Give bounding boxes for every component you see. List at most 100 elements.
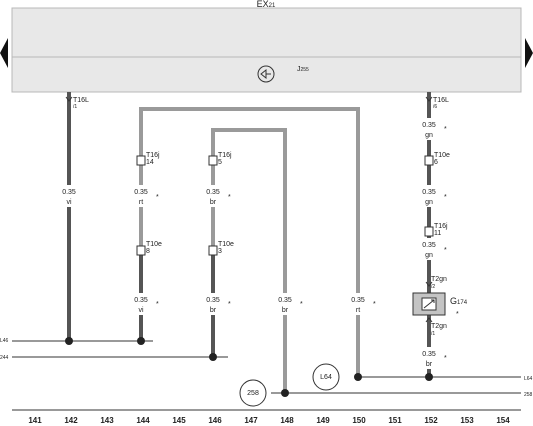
wire-star: *	[444, 126, 447, 133]
connector-label: T16L	[73, 97, 89, 104]
ruler-number: 146	[208, 416, 222, 425]
connector-pin: 11	[434, 230, 441, 237]
junction-dot	[281, 389, 289, 397]
connector-arrow-icon	[65, 96, 73, 102]
connector-label: T10e	[434, 152, 450, 159]
junction-dot	[354, 373, 362, 381]
wire-color: br	[426, 361, 433, 368]
ref-circle-258[interactable]	[239, 379, 267, 407]
ruler-number: 145	[172, 416, 186, 425]
wire-gauge: 0.35	[206, 189, 220, 196]
ruler-number: 148	[280, 416, 294, 425]
connector-label: T16j	[434, 223, 448, 230]
connector-pin: 5	[218, 159, 222, 166]
connector-pin: /2	[431, 284, 435, 290]
wire-star: *	[373, 301, 376, 308]
connector-pin: 14	[146, 159, 154, 166]
wire-star: *	[444, 355, 447, 362]
sensor-symbol-icon	[423, 299, 435, 309]
ruler-number: 142	[64, 416, 78, 425]
connector-arrow-icon	[425, 96, 433, 102]
sensor-label: G174	[450, 296, 468, 306]
wire-gauge: 0.35	[278, 297, 292, 304]
sensor-star: *	[456, 311, 459, 318]
wire-color: vi	[138, 307, 144, 314]
wire-gauge: 0.35	[422, 122, 436, 129]
ruler-number: 143	[100, 416, 114, 425]
ref-circle-label: L64	[320, 374, 332, 381]
wire-gauge: 0.35	[206, 297, 220, 304]
wire-color: br	[210, 307, 217, 314]
wire-color: rt	[356, 307, 360, 314]
ruler-number: 153	[460, 416, 474, 425]
connector-label: T10e	[146, 241, 162, 248]
junction-dot	[209, 353, 217, 361]
wire-color: rt	[139, 199, 143, 206]
connector-pin: /6	[433, 104, 437, 110]
ground-label: 244	[0, 355, 9, 361]
wire-star: *	[300, 301, 303, 308]
junction-dot	[137, 337, 145, 345]
wire-star: *	[156, 194, 159, 201]
control-module-label: J255	[297, 66, 309, 73]
wire-star: *	[228, 301, 231, 308]
connector-pin: 6	[434, 159, 438, 166]
wire-144-150	[139, 107, 360, 377]
connector-box-icon	[208, 245, 218, 256]
ruler-number: 150	[352, 416, 366, 425]
connector-label: T2gn	[431, 276, 447, 283]
connector-box-icon	[424, 226, 434, 237]
wire-color: gn	[425, 132, 433, 139]
connector-pin: 3	[218, 248, 222, 255]
wire-gauge: 0.35	[422, 189, 436, 196]
ref-circle-l64[interactable]	[312, 363, 340, 391]
connector-box-icon	[136, 245, 146, 256]
wire-146-148	[211, 128, 287, 393]
wire-gauge: 0.35	[134, 297, 148, 304]
control-module-icon	[257, 65, 275, 83]
ruler-number: 144	[136, 416, 150, 425]
connector-label: T16j	[218, 152, 232, 159]
edge-label: L64	[524, 376, 533, 382]
wire-gauge: 0.35	[62, 189, 76, 196]
junction-dot	[65, 337, 73, 345]
wire-star: *	[228, 194, 231, 201]
wire-star: *	[156, 301, 159, 308]
connector-label: T10e	[218, 241, 234, 248]
scroll-right-arrow-icon[interactable]	[525, 38, 533, 68]
connector-label: T2gn	[431, 323, 447, 330]
scroll-left-arrow-icon[interactable]	[0, 38, 8, 68]
wire-star: *	[444, 194, 447, 201]
connector-arrow-icon	[425, 281, 433, 287]
connector-box-icon	[208, 155, 218, 166]
connector-label: T16j	[146, 152, 160, 159]
connector-box-icon	[136, 155, 146, 166]
ruler-number: 149	[316, 416, 330, 425]
wire-star: *	[444, 247, 447, 254]
ruler-number: 151	[388, 416, 402, 425]
connector-pin: /1	[73, 104, 77, 110]
wire-color: vi	[66, 199, 72, 206]
wire-gauge: 0.35	[422, 351, 436, 358]
control-unit-panel	[11, 7, 522, 93]
wire-color: br	[282, 307, 289, 314]
wire-color: gn	[425, 252, 433, 259]
control-module-symbol-icon	[260, 68, 271, 80]
connector-arrow-icon	[425, 317, 433, 323]
wire-color: br	[210, 199, 217, 206]
ground-label: L46	[0, 338, 9, 344]
connector-box-icon	[424, 155, 434, 166]
ruler-number: 141	[28, 416, 42, 425]
wire-labels: 0.35 vi 0.35 rt * 0.35 br * 0.35 vi * 0.…	[59, 118, 447, 369]
ruler-number: 154	[496, 416, 510, 425]
connector-pin: /1	[431, 331, 435, 337]
ref-circle-label: 258	[247, 390, 259, 397]
wire-gauge: 0.35	[422, 242, 436, 249]
wire-color: gn	[425, 199, 433, 206]
wire-gauge: 0.35	[351, 297, 365, 304]
wire-gauge: 0.35	[134, 189, 148, 196]
connector-pin: 8	[146, 248, 150, 255]
